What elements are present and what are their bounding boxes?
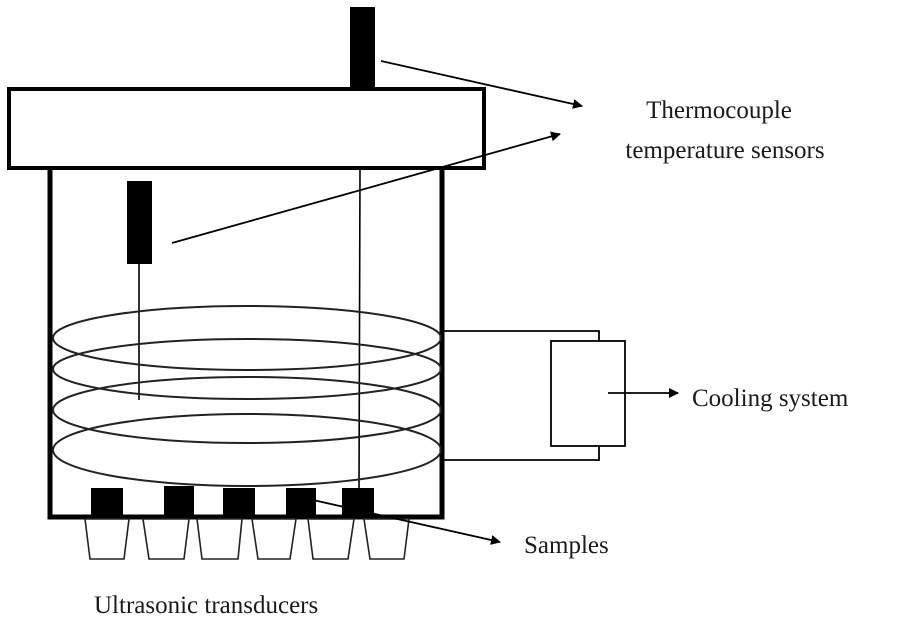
inner-thermocouple-sensor	[127, 181, 152, 264]
cooling-system-label: Cooling system	[692, 385, 849, 412]
thermocouple-arrow-inner	[171, 131, 561, 244]
tank-body	[47, 168, 445, 520]
sample	[223, 488, 255, 517]
samples-label: Samples	[524, 532, 609, 559]
sample	[286, 488, 316, 517]
coil-turn	[52, 376, 442, 444]
transducer	[251, 518, 297, 560]
sample	[164, 486, 194, 517]
cooling-pipe-top	[442, 330, 600, 341]
thermocouple-label-line2: temperature sensors	[625, 137, 824, 164]
transducers	[84, 518, 410, 560]
coil-turn	[52, 413, 442, 487]
coil-turn	[52, 338, 442, 400]
transducer	[142, 518, 190, 560]
sample	[91, 488, 123, 517]
cooling-coil	[52, 305, 442, 487]
transducer	[196, 518, 243, 560]
samples-arrow	[312, 499, 501, 545]
top-thermocouple-sensor	[350, 7, 375, 89]
tank-lid	[7, 87, 486, 170]
transducer	[84, 518, 130, 560]
thermocouple-label-line1: Thermocouple	[646, 97, 792, 124]
samples	[91, 486, 374, 517]
sample-thermocouple-wire	[358, 167, 361, 493]
thermocouple-arrow-top	[380, 60, 583, 109]
coil-turn	[52, 305, 442, 371]
transducer	[307, 518, 355, 560]
cooling-pipe-bottom	[442, 446, 600, 461]
transducer	[363, 518, 410, 560]
transducers-label: Ultrasonic transducers	[94, 592, 318, 619]
